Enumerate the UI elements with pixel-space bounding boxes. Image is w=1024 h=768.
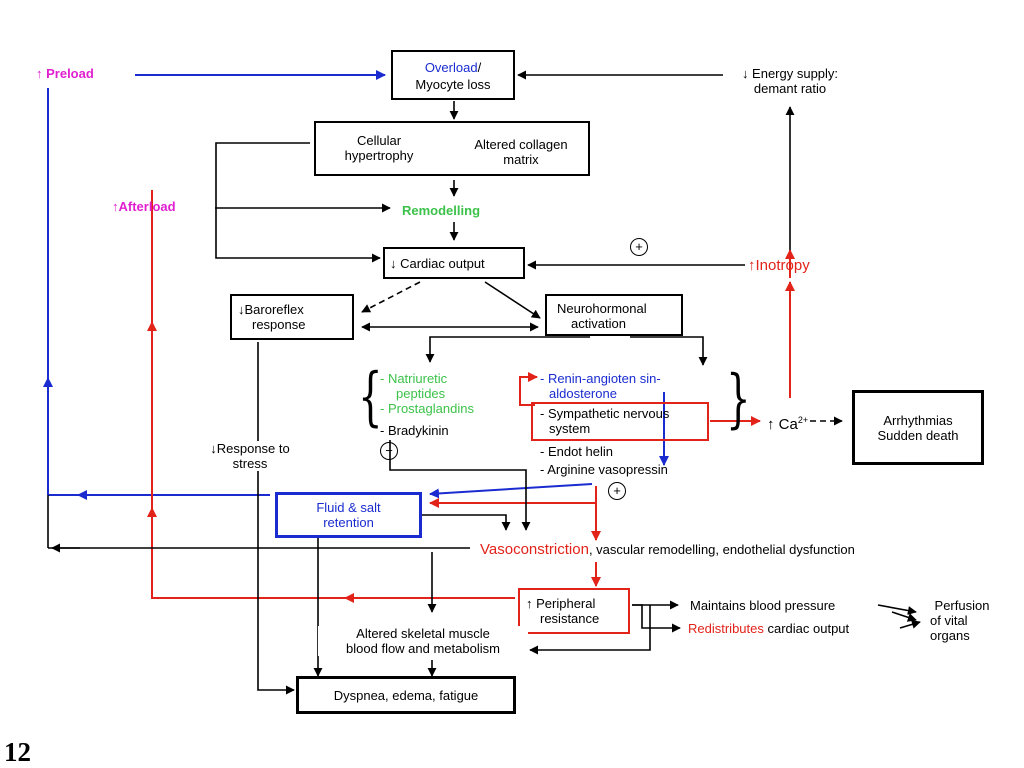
vasoconstriction-rest: , vascular remodelling, endothelial dysf… (588, 542, 855, 557)
perfusion-line3: organs (930, 628, 970, 643)
preload-label: ↑ Preload (36, 66, 94, 81)
energy-supply-line1: ↓ Energy supply: (741, 66, 839, 81)
right-brace: } (726, 362, 751, 436)
overload-slash: / (477, 60, 482, 75)
renin-group: - Renin-angioten sin- aldosterone (540, 371, 661, 401)
response-stress-label: ↓Response to stress (195, 441, 305, 471)
dyspnea-text: Dyspnea, edema, fatigue (333, 688, 479, 703)
cardiac-output-box: ↓ Cardiac output (383, 247, 525, 279)
skeletal-line2: blood flow and metabolism (346, 641, 500, 656)
prostaglandins-line: - Prostaglandins (380, 401, 474, 416)
vasoconstriction-text: Vasoconstriction (480, 541, 589, 558)
plus-circle-top: + (630, 238, 648, 256)
perfusion-label: Perfusion of vital organs (922, 598, 1002, 643)
baroreflex-line1: ↓Baroreflex (238, 302, 304, 317)
vasoconstriction-line: Vasoconstriction, vascular remodelling, … (480, 542, 855, 557)
bradykinin-label: - Bradykinin (380, 423, 449, 438)
inotropy-label: ↑Inotropy (748, 257, 810, 274)
collagen-line2: matrix (503, 152, 539, 167)
calcium-text: ↑ Ca (767, 416, 798, 433)
natriuretic-line2: peptides (396, 386, 446, 401)
plus-circle-bottom: + (608, 482, 626, 500)
neuro-line1: Neurohormonal (557, 301, 647, 316)
peripheral-line2: resistance (540, 611, 600, 626)
energy-supply-line2: demant ratio (753, 81, 827, 96)
red-arrows (147, 190, 795, 603)
sympathetic-group: - Sympathetic nervous system (540, 406, 669, 436)
minus-circle: − (380, 442, 398, 460)
maintains-bp-label: Maintains blood pressure (690, 598, 836, 613)
neurohormonal-box: Neurohormonal activation (545, 294, 683, 336)
sympathetic-box (531, 402, 709, 441)
slide-number: 12 (4, 737, 31, 767)
natriuretic-line1: - Natriuretic (380, 371, 448, 386)
fluid-line2: retention (323, 515, 374, 530)
arrhythmias-line2: Sudden death (877, 428, 959, 443)
fluid-line1: Fluid & salt (316, 500, 381, 515)
calcium-label: ↑ Ca2+ (767, 413, 808, 432)
cellular-line1: Cellular (356, 133, 402, 148)
baroreflex-box: ↓Baroreflex response (230, 294, 354, 340)
skeletal-line1: Altered skeletal muscle (356, 626, 490, 641)
neuro-line2: activation (571, 316, 626, 331)
sympathetic-line1: - Sympathetic nervous (540, 406, 670, 421)
hypertrophy-collagen-box: Cellular hypertrophy Altered collagen ma… (314, 121, 590, 176)
perfusion-line2: of vital (930, 613, 968, 628)
response-stress-line1: ↓Response to (210, 441, 290, 456)
redistributes-label: Redistributes cardiac output (688, 621, 849, 636)
skeletal-muscle-label: Altered skeletal muscle blood flow and m… (318, 626, 528, 656)
perfusion-line1: Perfusion (934, 598, 990, 613)
arrhythmias-box: Arrhythmias Sudden death (852, 390, 984, 465)
response-stress-line2: stress (232, 456, 268, 471)
endothelin-label: - Endot helin (540, 444, 613, 459)
sympathetic-line2: system (549, 421, 591, 436)
overload-text: Overload (424, 60, 478, 75)
remodelling-label: Remodelling (402, 203, 481, 218)
overload-box: Overload/ Myocyte loss (391, 50, 515, 100)
dyspnea-box: Dyspnea, edema, fatigue (296, 676, 516, 714)
energy-supply-label: ↓ Energy supply: demant ratio (728, 66, 852, 96)
peripheral-resistance-box: ↑ Peripheral resistance (518, 588, 630, 634)
redistributes-text: Redistributes (688, 621, 764, 636)
collagen-line1: Altered collagen (474, 137, 568, 152)
baroreflex-line2: response (252, 317, 306, 332)
cardiac-output-lc-text: cardiac output (763, 621, 850, 636)
renin-line1: - Renin-angioten sin- (540, 371, 661, 386)
natriuretic-group: - Natriuretic peptides - Prostaglandins (380, 371, 474, 416)
myocyte-loss-text: Myocyte loss (415, 77, 491, 92)
calcium-superscript: 2+ (797, 415, 809, 425)
cellular-line2: hypertrophy (344, 148, 414, 163)
vasopressin-label: - Arginine vasopressin (540, 462, 668, 477)
left-brace: { (358, 360, 383, 434)
black-arrows (47, 70, 921, 695)
renin-line2: aldosterone (549, 386, 617, 401)
peripheral-line1: ↑ Peripheral (526, 596, 596, 611)
cardiac-output-text: ↓ Cardiac output (390, 256, 485, 271)
preload-blue-arrows (43, 70, 669, 500)
arrhythmias-line1: Arrhythmias (883, 413, 953, 428)
afterload-label: ↑Afterload (112, 199, 176, 214)
fluid-salt-box: Fluid & salt retention (275, 492, 422, 538)
